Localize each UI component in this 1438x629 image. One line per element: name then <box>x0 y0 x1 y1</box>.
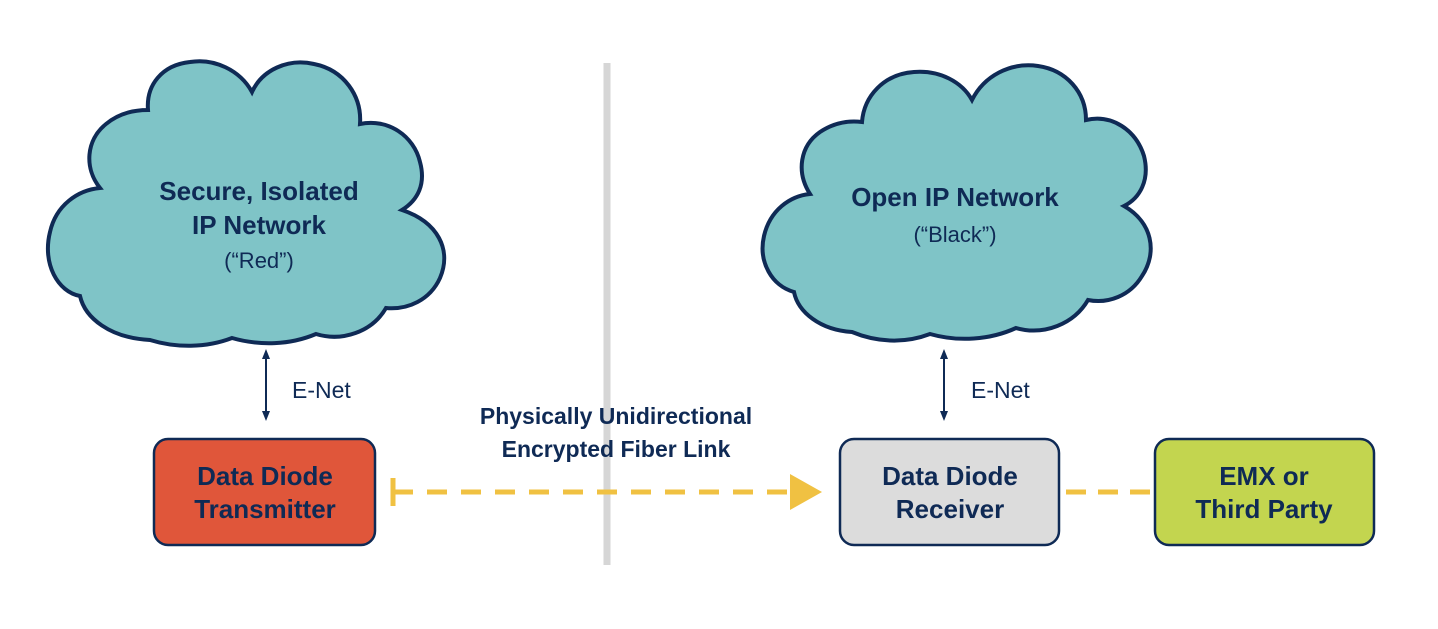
transmitter-line2: Transmitter <box>194 494 336 524</box>
receiver-line1: Data Diode <box>882 461 1018 491</box>
red-cloud-line3: (“Red”) <box>224 248 294 273</box>
emx-line2: Third Party <box>1195 494 1333 524</box>
black-network-cloud: Open IP Network (“Black”) <box>760 63 1153 343</box>
receiver-line2: Receiver <box>896 494 1004 524</box>
emx-line1: EMX or <box>1219 461 1309 491</box>
transmitter-box: Data Diode Transmitter <box>152 437 377 547</box>
left-enet-connection: E-Net <box>262 349 351 421</box>
black-cloud-line2: (“Black”) <box>913 222 996 247</box>
right-enet-connection: E-Net <box>940 349 1030 421</box>
fiber-link-arrow <box>390 474 822 510</box>
transmitter-line1: Data Diode <box>197 461 333 491</box>
emx-box: EMX or Third Party <box>1153 437 1376 547</box>
black-cloud-line1: Open IP Network <box>851 182 1059 212</box>
red-cloud-line2: IP Network <box>192 210 326 240</box>
receiver-box: Data Diode Receiver <box>838 437 1061 547</box>
red-cloud-line1: Secure, Isolated <box>159 176 358 206</box>
fiber-link-label-line1: Physically Unidirectional <box>480 403 752 429</box>
red-network-cloud: Secure, Isolated IP Network (“Red”) <box>45 59 447 348</box>
right-enet-label: E-Net <box>971 377 1030 403</box>
fiber-link-label-line2: Encrypted Fiber Link <box>502 436 731 462</box>
left-enet-label: E-Net <box>292 377 351 403</box>
